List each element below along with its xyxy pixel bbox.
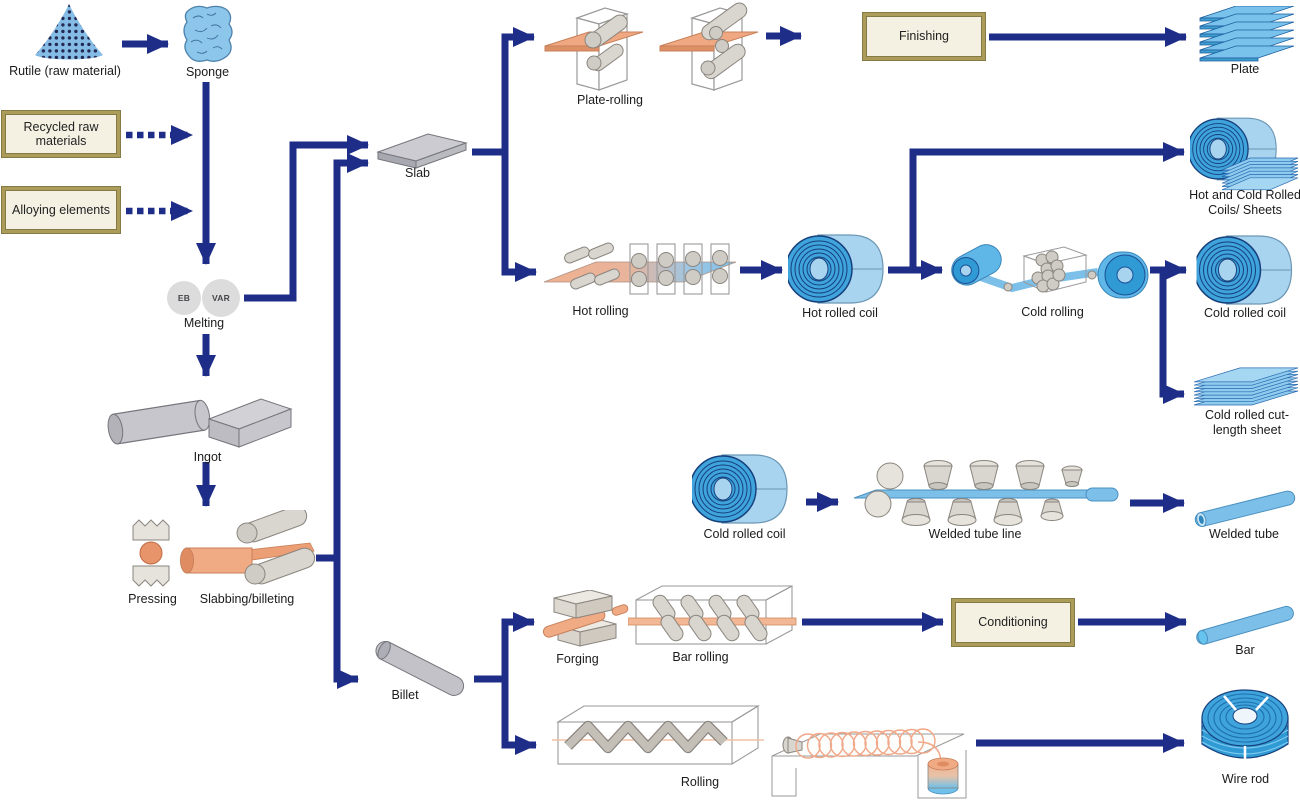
hot-rolling-label: Hot rolling <box>572 304 629 318</box>
bar-icon <box>1196 605 1294 645</box>
plate-rolling-mill-2-icon <box>659 2 759 91</box>
hot-cold-coils-sheets-label: Hot and Cold Rolled Coils/ Sheets <box>1189 188 1300 217</box>
eb-melting-circle: EB <box>167 281 201 315</box>
bar-rolling-icon <box>628 585 797 645</box>
finishing-label: Finishing <box>898 29 950 44</box>
billet-icon <box>375 640 465 696</box>
ingot-icon <box>107 398 293 448</box>
hot-rolling-icon <box>543 242 737 295</box>
var-label: VAR <box>212 293 230 303</box>
ingot-label: Ingot <box>193 450 222 464</box>
welded-tube-icon <box>1194 490 1296 528</box>
hot-rolled-coil-label: Hot rolled coil <box>802 306 878 320</box>
welded-tube-line-icon <box>853 460 1119 526</box>
hot-rolled-coil-icon <box>788 234 884 304</box>
recycled-raw-materials-label: Recycled raw materials <box>23 119 99 148</box>
cold-rolling-icon <box>951 244 1149 299</box>
slab-icon <box>376 133 468 169</box>
arrow-billet-to-rolling <box>501 679 537 755</box>
alloying-elements-label: Alloying elements <box>12 202 110 217</box>
cold-rolled-coil-2-icon <box>692 454 788 524</box>
sponge-icon <box>183 5 233 62</box>
plate-rolling-mill-1-icon <box>544 7 644 91</box>
finishing-box: Finishing <box>863 13 985 60</box>
welded-tube-line-label: Welded tube line <box>928 527 1022 541</box>
plate-icon <box>1199 6 1295 62</box>
arrow-to-cut-length-sheet <box>1159 270 1185 404</box>
welded-tube-label: Welded tube <box>1209 527 1279 541</box>
hot-cold-coils-sheets-icon <box>1190 117 1299 191</box>
cut-length-sheet-label: Cold rolled cut-length sheet <box>1204 408 1290 437</box>
sponge-label: Sponge <box>185 65 230 79</box>
rolling-icon <box>552 705 764 765</box>
forging-label: Forging <box>556 652 599 666</box>
conditioning-box: Conditioning <box>952 599 1074 646</box>
wire-rod-label: Wire rod <box>1221 772 1270 786</box>
rutile-label: Rutile (raw material) <box>9 64 121 78</box>
plate-rolling-label: Plate-rolling <box>576 93 643 107</box>
slabbing-billeting-icon <box>180 510 316 585</box>
pressing-icon <box>132 519 170 587</box>
rutile-icon <box>35 4 103 60</box>
arrow-slabbing-to-slab <box>316 153 369 562</box>
pressing-label: Pressing <box>128 592 177 606</box>
arrow-billet-to-forging <box>474 612 535 683</box>
wire-rod-icon <box>1201 689 1289 771</box>
plate-label: Plate <box>1230 62 1260 76</box>
bar-rolling-label: Bar rolling <box>672 650 729 664</box>
conditioning-label: Conditioning <box>978 615 1048 630</box>
cold-rolled-coil-2-label: Cold rolled coil <box>703 527 786 541</box>
arrow-slabbing-to-billet <box>333 558 359 689</box>
eb-label: EB <box>177 293 191 303</box>
rolling-label: Rolling <box>680 775 720 789</box>
var-melting-circle: VAR <box>202 279 240 317</box>
arrow-melting-to-slab <box>244 135 369 302</box>
forging-icon <box>542 590 629 647</box>
slabbing-billeting-label: Slabbing/billeting <box>199 592 295 606</box>
cooling-conveyor-icon <box>771 728 967 799</box>
arrow-slab-to-hot-rolling <box>501 152 537 282</box>
billet-label: Billet <box>391 688 419 702</box>
cold-rolled-coil-label: Cold rolled coil <box>1204 306 1286 320</box>
cut-length-sheet-icon <box>1193 367 1299 406</box>
bar-label: Bar <box>1235 643 1255 657</box>
slab-label: Slab <box>404 166 431 180</box>
arrow-slab-to-plate-rolling <box>472 27 535 156</box>
cold-rolled-coil-icon <box>1196 235 1293 305</box>
arrow-to-hot-cold-coils-sheets <box>909 142 1185 270</box>
recycled-raw-materials-box: Recycled raw materials <box>2 111 120 157</box>
cold-rolling-label: Cold rolling <box>1021 305 1084 319</box>
melting-label: Melting <box>183 316 225 330</box>
alloying-elements-box: Alloying elements <box>2 187 120 233</box>
